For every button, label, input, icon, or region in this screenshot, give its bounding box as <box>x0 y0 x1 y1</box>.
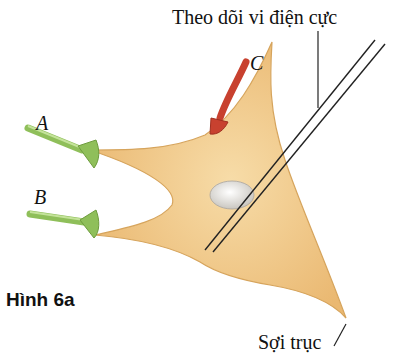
figure-caption: Hình 6a <box>6 290 75 311</box>
neuron-cell-body <box>90 42 346 318</box>
leader-line <box>334 324 346 346</box>
nucleus <box>210 181 254 209</box>
microelectrode <box>205 40 385 252</box>
leader-line <box>317 31 318 108</box>
terminal-c <box>210 62 246 134</box>
part-label: Sợi trục <box>258 331 321 353</box>
terminal-b <box>30 210 99 238</box>
electrode-label: Theo dõi vi điện cực <box>172 6 337 28</box>
terminal-label: C <box>250 52 263 74</box>
terminal-label: B <box>34 186 46 208</box>
terminal-label: A <box>36 112 48 134</box>
